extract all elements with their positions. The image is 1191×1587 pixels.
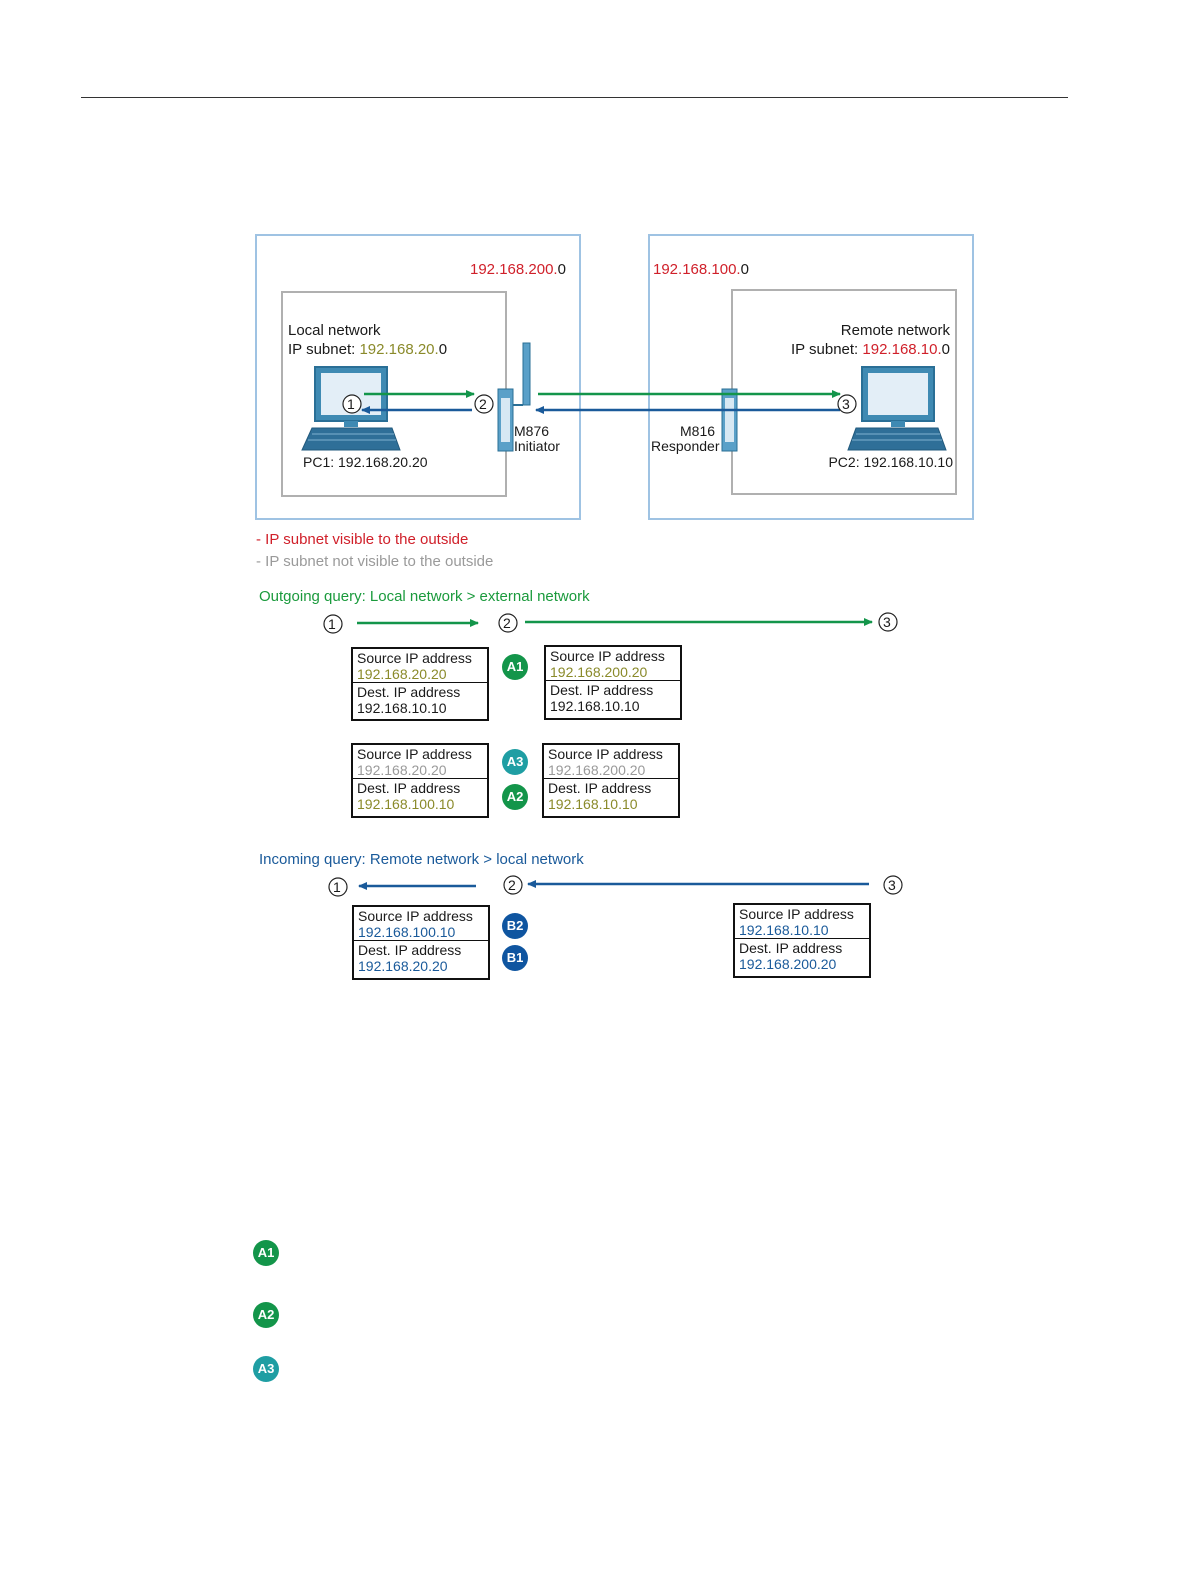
legend-badge-a2: A2 xyxy=(253,1302,279,1328)
right-zone-subnet: 192.168.100.0 xyxy=(653,261,749,278)
left-zone-subnet: 192.168.200.0 xyxy=(470,261,566,278)
diagram-marker-2-circle xyxy=(474,394,494,414)
diagram-marker-3-circle xyxy=(837,394,857,414)
legend-not-visible: - IP subnet not visible to the outside xyxy=(256,553,494,570)
diagram-marker-1: 1 xyxy=(347,396,355,412)
diagram-marker-3: 3 xyxy=(842,396,850,412)
out-marker-2: 2 xyxy=(503,615,511,631)
remote-network-ip-subnet: IP subnet: 192.168.10.0 xyxy=(790,341,950,358)
in-marker-3: 3 xyxy=(888,877,896,893)
legend-badge-a1: A1 xyxy=(253,1240,279,1266)
badge-a3: A3 xyxy=(502,749,528,775)
local-network-ip-subnet: IP subnet: 192.168.20.0 xyxy=(288,341,448,358)
m816-role: Responder xyxy=(651,438,720,454)
in-marker-2-circle xyxy=(503,875,523,895)
m876-name: M876 xyxy=(514,423,550,439)
diagram-marker-2: 2 xyxy=(479,396,487,412)
pc2-label: PC2: 192.168.10.10 xyxy=(828,454,953,470)
top-rule xyxy=(81,97,1068,98)
in-marker-2: 2 xyxy=(508,877,516,893)
out-marker-1-circle xyxy=(323,614,343,634)
badge-b1: B1 xyxy=(502,945,528,971)
badge-a1: A1 xyxy=(502,654,528,680)
local-network-title: Local network xyxy=(288,322,381,339)
badge-a2: A2 xyxy=(502,784,528,810)
out-marker-2-circle xyxy=(498,613,518,633)
legend-visible: - IP subnet visible to the outside xyxy=(256,531,469,548)
pc2-icon xyxy=(847,366,947,451)
remote-network-title: Remote network xyxy=(840,322,950,339)
out-marker-3: 3 xyxy=(883,614,891,630)
incoming-flow-graphics xyxy=(328,875,903,897)
m816-name: M816 xyxy=(680,423,716,439)
incoming-title: Incoming query: Remote network > local n… xyxy=(259,851,584,868)
diagram-marker-1-circle xyxy=(342,394,362,414)
in-marker-3-circle xyxy=(883,875,903,895)
outgoing-title: Outgoing query: Local network > external… xyxy=(259,588,590,605)
pc1-label: PC1: 192.168.20.20 xyxy=(303,454,428,470)
badge-b2: B2 xyxy=(502,913,528,939)
m876-role: Initiator xyxy=(514,438,560,454)
m816-router-icon xyxy=(721,388,738,452)
m876-router-icon xyxy=(497,342,531,452)
in-marker-1: 1 xyxy=(333,879,341,895)
out-marker-3-circle xyxy=(878,612,898,632)
legend-badge-a3: A3 xyxy=(253,1356,279,1382)
in-marker-1-circle xyxy=(328,877,348,897)
network-diagram-graphics xyxy=(255,234,974,634)
left-zone-frame xyxy=(255,234,581,520)
right-zone-frame xyxy=(648,234,974,520)
out-marker-1: 1 xyxy=(328,616,336,632)
